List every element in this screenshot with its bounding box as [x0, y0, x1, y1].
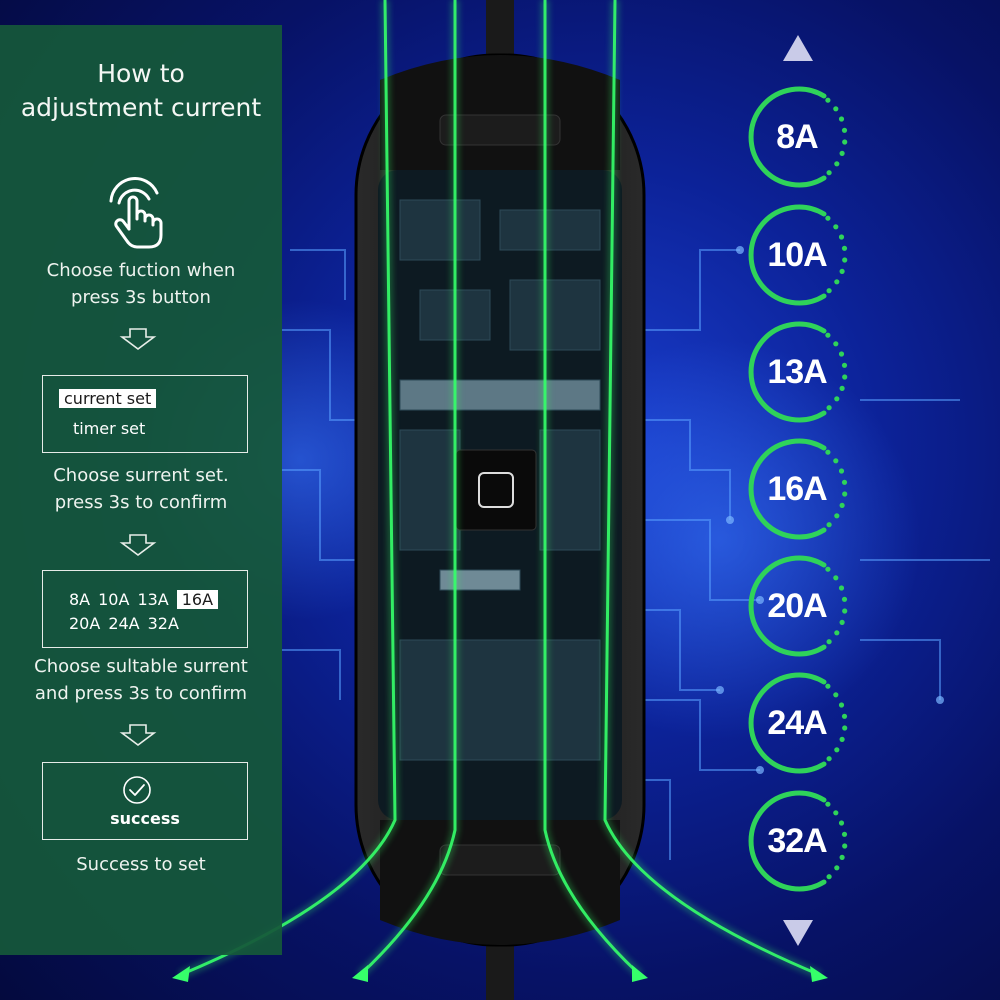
option-24a[interactable]: 24A: [108, 614, 140, 633]
step2-text: Choose surrent set. press 3s to confirm: [53, 465, 229, 513]
current-badge-16a[interactable]: 16A: [742, 434, 852, 544]
current-value: 8A: [776, 117, 818, 156]
step3-text: Choose sultable surrent and press 3s to …: [34, 656, 248, 704]
instruction-panel: How to adjustment current Choose fuction…: [0, 25, 282, 955]
down-arrow-icon: [119, 328, 157, 350]
current-badge-13a[interactable]: 13A: [742, 317, 852, 427]
circuit-traces: [282, 249, 990, 860]
current-value: 24A: [767, 703, 827, 742]
success-label: success: [110, 809, 180, 828]
ring-icon: [748, 86, 848, 188]
title-line1: How to: [97, 59, 185, 88]
current-badge-20a[interactable]: 20A: [742, 551, 852, 661]
bottom-cap: [380, 820, 620, 945]
ring-icon: [748, 438, 848, 540]
current-badge-10a[interactable]: 10A: [742, 200, 852, 310]
step4-text: Success to set: [76, 854, 206, 875]
flow-arrowheads: [172, 965, 828, 982]
current-value: 10A: [767, 235, 827, 274]
current-badge-32a[interactable]: 32A: [742, 786, 852, 896]
option-10a[interactable]: 10A: [98, 590, 130, 609]
menu-box: current set timer set: [42, 375, 248, 453]
chip-logo: [478, 472, 514, 508]
current-badge-24a[interactable]: 24A: [742, 668, 852, 778]
down-arrow-icon: [119, 534, 157, 556]
current-value: 20A: [767, 586, 827, 625]
touch-hand-icon: [109, 176, 163, 249]
current-badge-8a[interactable]: 8A: [742, 82, 852, 192]
chip: [455, 449, 537, 531]
bottom-clip: [439, 844, 561, 876]
success-box: success: [42, 762, 248, 840]
current-options-box: 8A 10A 13A 16A 20A 24A 32A: [42, 570, 248, 648]
option-16a-selected[interactable]: 16A: [176, 590, 219, 609]
options-row2: 20A 24A 32A: [69, 613, 187, 635]
option-13a[interactable]: 13A: [137, 590, 169, 609]
title-line2: adjustment current: [20, 93, 262, 122]
option-20a[interactable]: 20A: [69, 614, 101, 633]
current-value: 32A: [767, 821, 827, 860]
current-value: 13A: [767, 352, 827, 391]
panel-title: How to adjustment current: [0, 57, 282, 125]
ring-icon: [748, 790, 848, 892]
menu-timer-set[interactable]: timer set: [73, 419, 146, 438]
top-clip: [439, 114, 561, 146]
check-circle-icon: [123, 776, 151, 804]
option-8a[interactable]: 8A: [69, 590, 91, 609]
ring-icon: [748, 555, 848, 657]
menu-current-set[interactable]: current set: [59, 388, 157, 410]
ring-icon: [748, 672, 848, 774]
triangle-down-icon[interactable]: [781, 918, 815, 948]
top-cap: [380, 55, 620, 170]
triangle-up-icon[interactable]: [781, 33, 815, 63]
current-value: 16A: [767, 469, 827, 508]
step1-text: Choose fuction when press 3s button: [46, 260, 236, 308]
options-row1: 8A 10A 13A 16A: [69, 589, 219, 611]
option-32a[interactable]: 32A: [147, 614, 179, 633]
ring-icon: [748, 204, 848, 306]
down-arrow-icon: [119, 724, 157, 746]
ring-icon: [748, 321, 848, 423]
